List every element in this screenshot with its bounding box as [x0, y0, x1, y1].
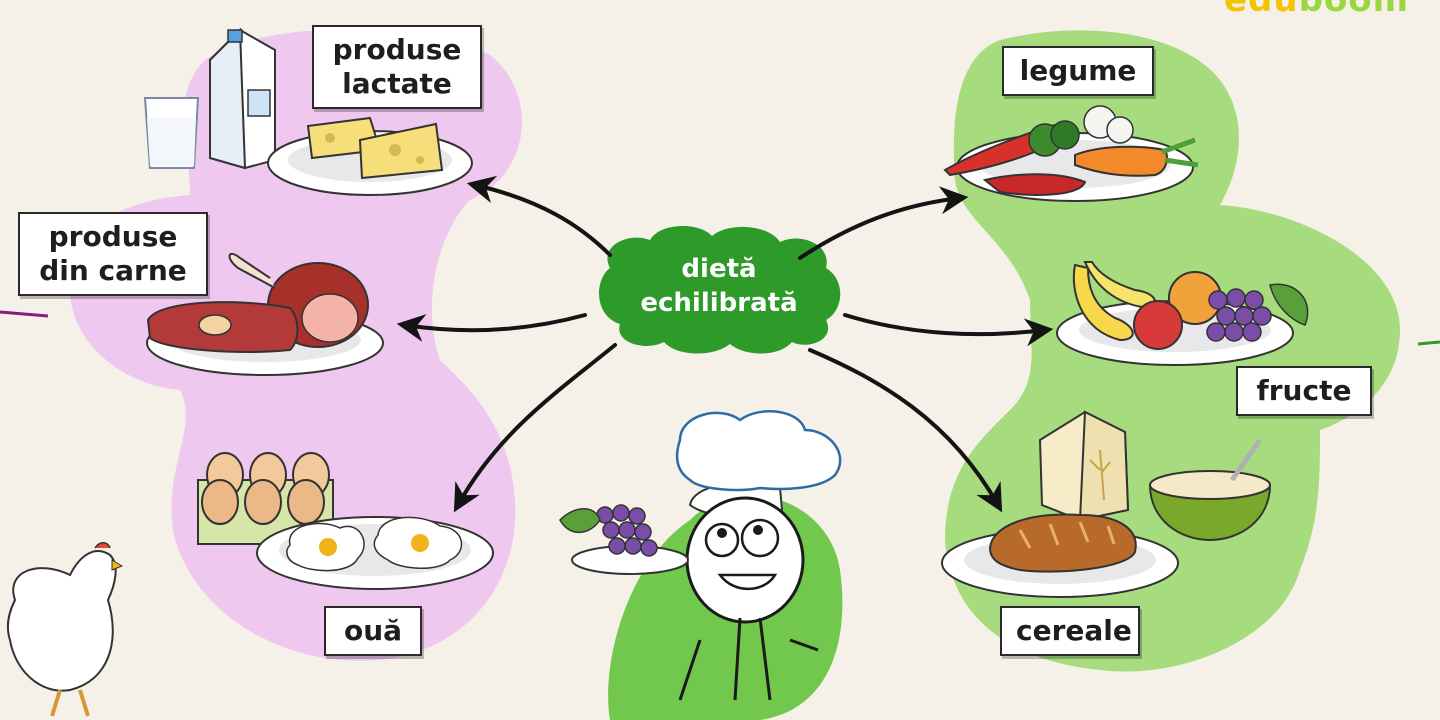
arrow-to-eggs [453, 343, 617, 513]
chef-mascot-icon [559, 410, 842, 701]
label-meat: produse din carne [18, 212, 208, 296]
glass-of-milk-icon [143, 97, 200, 169]
logo-part-edu: edu [1224, 0, 1299, 20]
fruits-plate-icon [1056, 261, 1309, 366]
label-dairy-line2: lactate [342, 67, 452, 100]
center-title-line2: echilibrată [640, 288, 798, 318]
label-fruits: fructe [1236, 366, 1372, 416]
label-meat-line1: produse [48, 220, 178, 253]
arrow-to-fruits [843, 313, 1054, 347]
arrow-to-cereals [808, 348, 1003, 513]
fried-eggs-plate-icon [256, 516, 494, 590]
label-dairy: produse lactate [312, 25, 482, 109]
center-title: dietă echilibrată [616, 252, 822, 320]
label-vegetables-line1: legume [1019, 54, 1137, 87]
right-edge-stroke [1417, 340, 1440, 346]
left-edge-stroke [0, 310, 49, 318]
center-cloud [599, 225, 841, 354]
eduboom-logo: eduboom [1224, 0, 1409, 20]
label-cereals-line1: cereale [1016, 614, 1132, 647]
label-cereals: cereale [1000, 606, 1140, 656]
cereal-bowl-icon [1148, 438, 1272, 542]
label-meat-line2: din carne [39, 254, 187, 287]
label-vegetables: legume [1002, 46, 1154, 96]
arrows [396, 175, 1054, 513]
bread-plate-icon [941, 513, 1179, 598]
vegetables-plate-icon [943, 105, 1199, 202]
cheese-plate-icon [267, 116, 473, 196]
flour-bag-icon [1038, 410, 1130, 522]
arrow-to-dairy [466, 175, 612, 257]
logo-part-boom: boom [1298, 0, 1410, 20]
hen-icon [6, 542, 124, 717]
center-title-line1: dietă [681, 254, 757, 284]
label-fruits-line1: fructe [1256, 374, 1352, 407]
label-eggs-line1: ouă [343, 614, 403, 647]
meat-plate-icon [146, 252, 384, 376]
label-eggs: ouă [324, 606, 422, 656]
arrow-to-vegetables [798, 186, 969, 260]
milk-carton-icon [209, 27, 276, 170]
arrow-to-meat [396, 313, 587, 342]
label-dairy-line1: produse [332, 33, 462, 66]
